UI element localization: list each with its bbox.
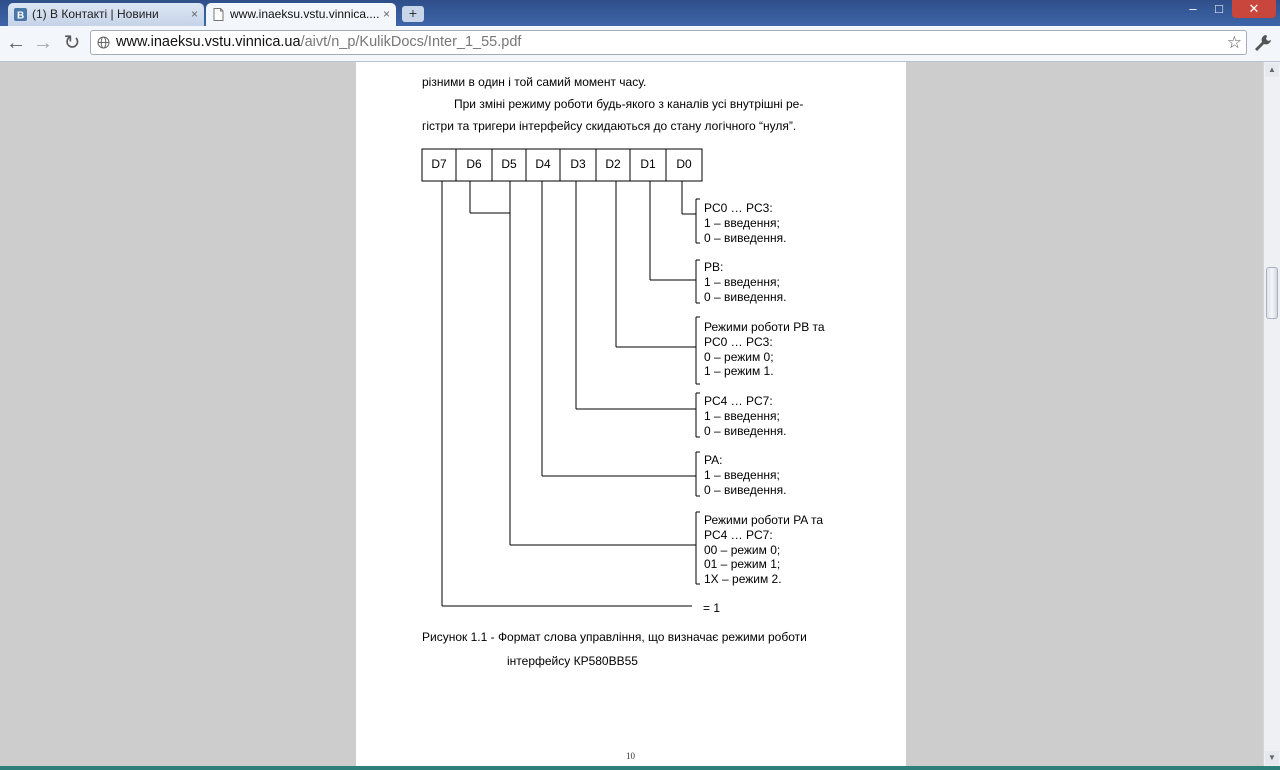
control-word-diagram: D7 D6 D5 D4 D3 D2 D1 D0 bbox=[421, 148, 703, 607]
bit-description-line: 0 – режим 0; bbox=[704, 349, 774, 364]
svg-text:B: B bbox=[17, 11, 24, 22]
address-bar[interactable]: www.inaeksu.vstu.vinnica.ua/aivt/n_p/Kul… bbox=[90, 30, 1247, 55]
bit-description-line: 0 – виведення. bbox=[704, 230, 787, 245]
bit-description-line: PC4 … PC7: bbox=[704, 527, 773, 542]
figure-caption: Рисунок 1.1 - Формат слова управління, щ… bbox=[422, 630, 807, 644]
bit-description-line: PA: bbox=[704, 453, 723, 467]
page-number: 10 bbox=[626, 751, 635, 761]
bit-cell bbox=[665, 148, 703, 182]
pdf-page: різними в один і той самий момент часу. … bbox=[356, 62, 906, 766]
close-window-button[interactable]: ✕ bbox=[1232, 0, 1276, 18]
taskbar-edge bbox=[0, 766, 1280, 770]
bit-description-line: PC0 … PC3: bbox=[704, 201, 773, 215]
forward-button[interactable]: → bbox=[33, 32, 53, 54]
bit-label: D5 bbox=[501, 157, 517, 171]
back-button[interactable]: ← bbox=[6, 32, 26, 54]
bit-label: D2 bbox=[605, 157, 621, 171]
url-path: /aivt/n_p/KulikDocs/Inter_1_55.pdf bbox=[300, 34, 522, 50]
reload-button[interactable]: ↻ bbox=[63, 32, 81, 54]
globe-icon bbox=[97, 36, 110, 49]
tab-pdf-document[interactable]: www.inaeksu.vstu.vinnica.... × bbox=[206, 3, 396, 26]
bookmark-star-icon[interactable]: ☆ bbox=[1226, 33, 1242, 52]
bit-description-line: Режими роботи PB та bbox=[704, 320, 825, 334]
text-line: При зміні режиму роботи будь-якого з кан… bbox=[454, 97, 804, 111]
bit-description-line: 1 – режим 1. bbox=[704, 364, 774, 379]
bit-register bbox=[421, 148, 703, 182]
figure-caption: інтерфейсу КР580ВВ55 bbox=[507, 654, 638, 668]
minimize-button[interactable]: – bbox=[1189, 1, 1197, 16]
bit-description-line: 1 – введення; bbox=[704, 467, 780, 482]
bit-label: D0 bbox=[676, 157, 692, 171]
vk-icon: B bbox=[14, 8, 27, 21]
bit-description-line: 1X – режим 2. bbox=[704, 572, 782, 587]
bit-description-line: 0 – виведення. bbox=[704, 289, 787, 304]
tab-strip: B (1) В Контакті | Новини × www.inaeksu.… bbox=[0, 0, 1280, 26]
scroll-down-arrow-icon[interactable]: ▼ bbox=[1265, 751, 1279, 765]
text-line: різними в один і той самий момент часу. bbox=[422, 75, 647, 89]
wrench-icon[interactable] bbox=[1252, 32, 1274, 54]
bit-description-line: 1 – введення; bbox=[704, 274, 780, 289]
vertical-scrollbar[interactable]: ▲ ▼ bbox=[1263, 62, 1280, 766]
tab-title: (1) В Контакті | Новини bbox=[32, 7, 159, 21]
page-icon bbox=[213, 8, 224, 21]
bit-description-line: Режими роботи PA та bbox=[704, 513, 824, 527]
text-line: гістри та тригери інтерфейсу скидаються … bbox=[422, 119, 797, 133]
pdf-viewport: різними в один і той самий момент часу. … bbox=[0, 62, 1263, 766]
scroll-thumb[interactable] bbox=[1266, 267, 1278, 319]
bit-label: D1 bbox=[640, 157, 656, 171]
tab-vkontakte[interactable]: B (1) В Контакті | Новини × bbox=[8, 3, 204, 26]
bit-description-line: 0 – виведення. bbox=[704, 423, 787, 438]
bit-label: D3 bbox=[570, 157, 586, 171]
d7-value-label: = 1 bbox=[703, 601, 721, 615]
bit-description-line: 01 – режим 1; bbox=[704, 557, 781, 572]
bit-description-line: 0 – виведення. bbox=[704, 482, 787, 497]
url-text[interactable]: www.inaeksu.vstu.vinnica.ua/aivt/n_p/Kul… bbox=[116, 31, 521, 54]
maximize-button[interactable]: □ bbox=[1215, 1, 1223, 16]
bit-label: D7 bbox=[431, 157, 447, 171]
scroll-up-arrow-icon[interactable]: ▲ bbox=[1265, 63, 1279, 77]
bit-description-line: PB: bbox=[704, 260, 724, 274]
browser-toolbar: ← → ↻ www.inaeksu.vstu.vinnica.ua/aivt/n… bbox=[0, 26, 1280, 62]
bit-description-line: PC4 … PC7: bbox=[704, 394, 773, 408]
new-tab-button[interactable]: + bbox=[402, 6, 424, 22]
tab-title: www.inaeksu.vstu.vinnica.... bbox=[230, 7, 380, 21]
bit-description-line: 1 – введення; bbox=[704, 215, 780, 230]
connector-lines bbox=[441, 181, 700, 607]
bit-description-line: PC0 … PC3: bbox=[704, 334, 773, 349]
bit-description-line: 1 – введення; bbox=[704, 408, 780, 423]
bit-label: D4 bbox=[535, 157, 551, 171]
close-tab-icon[interactable]: × bbox=[190, 7, 198, 21]
close-tab-icon[interactable]: × bbox=[382, 7, 390, 21]
bit-label: D6 bbox=[466, 157, 482, 171]
bit-description-line: 00 – режим 0; bbox=[704, 542, 781, 557]
url-host: www.inaeksu.vstu.vinnica.ua bbox=[116, 34, 301, 50]
